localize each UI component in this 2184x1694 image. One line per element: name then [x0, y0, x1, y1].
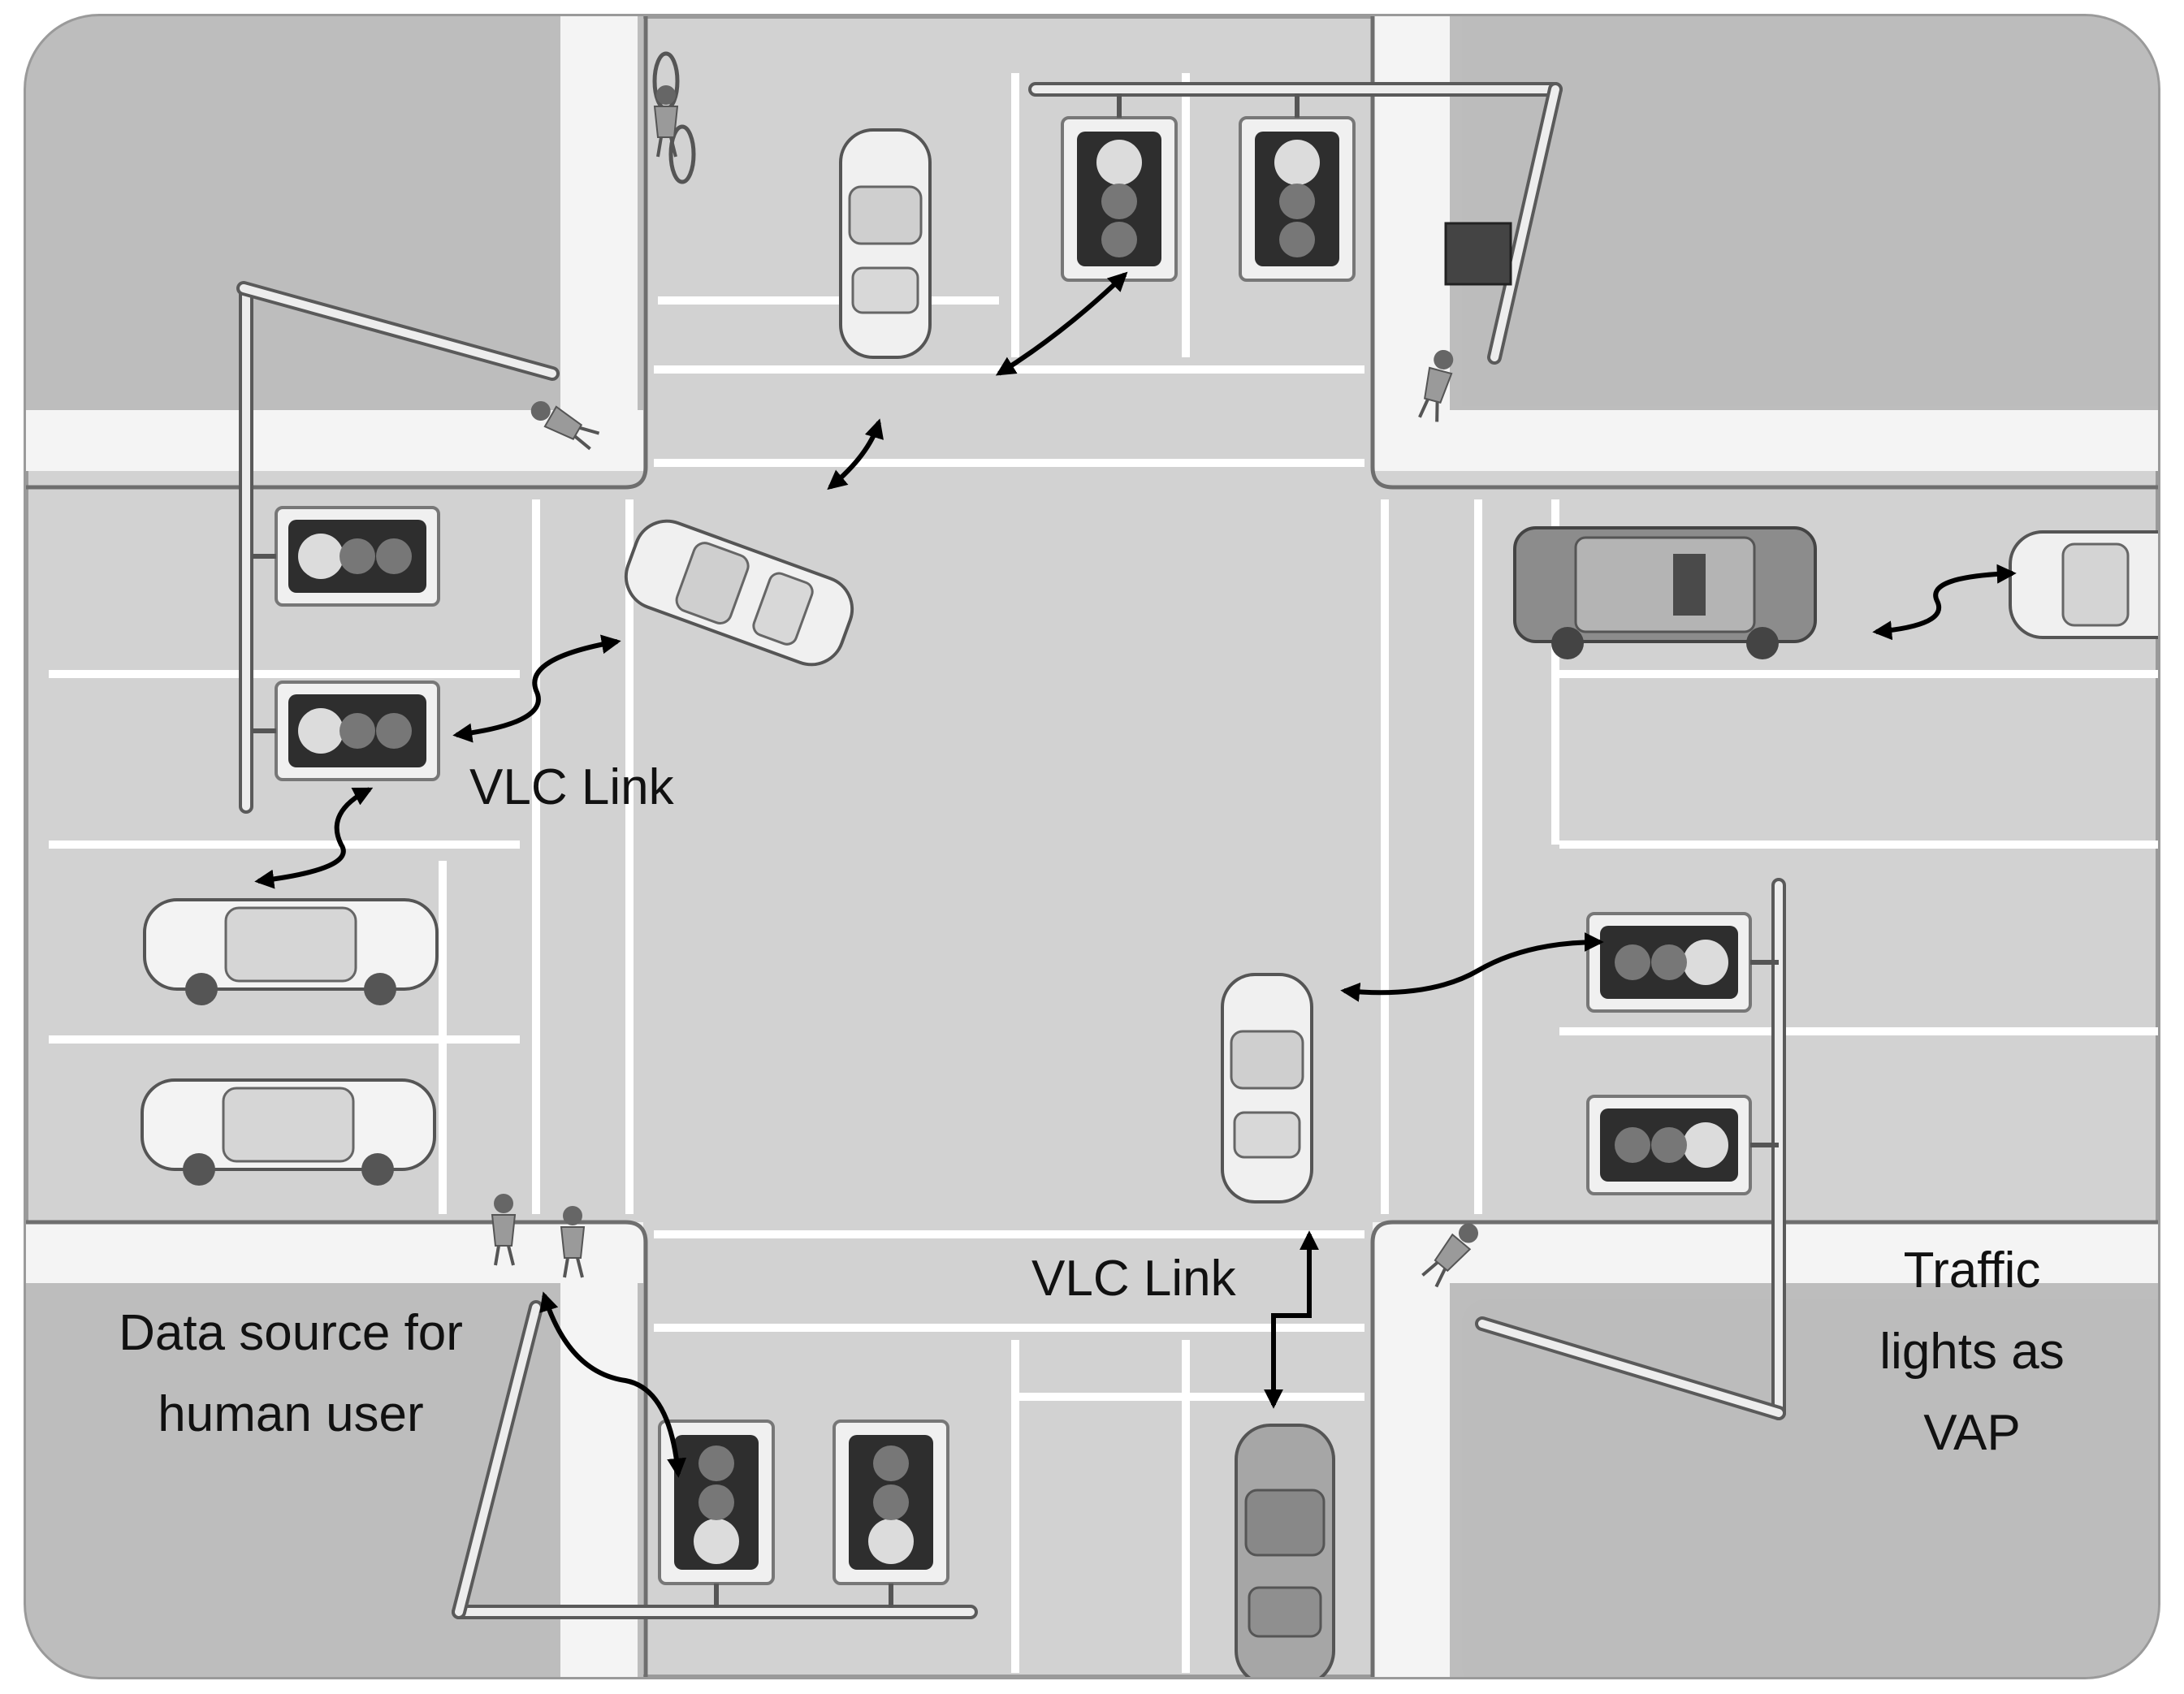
link-light-nw-to-car-center: [452, 634, 621, 743]
curb-sw: [26, 1220, 648, 1677]
label-data-source-line2: human user: [158, 1386, 423, 1442]
link-light-nw-to-car-west: [254, 787, 374, 889]
car-east-edge: [2009, 530, 2158, 639]
traffic-pole-sw: [452, 1300, 978, 1619]
link-light-se-to-car: [1340, 932, 1604, 1002]
link-car-to-car-south: [1264, 1230, 1319, 1409]
traffic-light-nw-1: [252, 506, 440, 607]
traffic-light-sw-1: [658, 1420, 775, 1608]
traffic-light-ne-2: [1239, 93, 1356, 282]
link-person-to-light-sw: [539, 1291, 687, 1478]
traffic-light-se-2: [1586, 1095, 1779, 1195]
lane-markings: [49, 73, 2158, 1673]
link-car-north-to-car-center: [827, 418, 884, 490]
car-east-suv: [1513, 526, 1817, 659]
cyclist: [652, 51, 696, 184]
block-inner-ne: [1462, 16, 2158, 406]
curb-ne: [1370, 16, 2158, 490]
block-inner-se: [1462, 1299, 2158, 1677]
label-traffic-line3: VAP: [1923, 1405, 2020, 1461]
car-west-lower: [141, 1078, 436, 1187]
traffic-pole-se: [1475, 878, 1786, 1420]
label-traffic-line1: Traffic: [1904, 1242, 2041, 1299]
car-west-upper: [143, 898, 439, 1007]
car-intersection-south: [1221, 973, 1313, 1204]
label-traffic-line2: lights as: [1879, 1324, 2064, 1380]
vlc-links: [254, 271, 2017, 1478]
car-north-lane: [839, 128, 932, 359]
label-vlc-link-bottom: VLC Link: [1031, 1251, 1237, 1307]
mailbox: [1444, 222, 1512, 286]
traffic-pole-nw: [236, 281, 560, 814]
link-car-north-to-light: [995, 271, 1128, 376]
label-data-source-line1: Data source for: [119, 1305, 463, 1361]
traffic-light-sw-2: [833, 1420, 949, 1608]
traffic-pole-ne: [1028, 82, 1563, 365]
car-south-lane: [1235, 1424, 1335, 1677]
curb-se: [1370, 1220, 2158, 1677]
traffic-light-ne-1: [1061, 93, 1178, 282]
link-suv-to-car-east: [1872, 564, 2017, 641]
traffic-light-nw-2: [252, 681, 440, 781]
label-vlc-link-left: VLC Link: [469, 759, 675, 815]
curb-nw: [26, 16, 648, 490]
traffic-light-se-1: [1586, 912, 1779, 1013]
